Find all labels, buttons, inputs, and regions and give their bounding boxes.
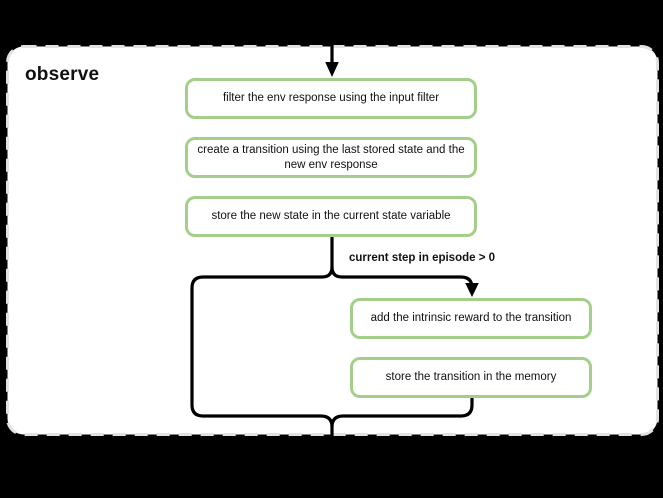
group-title-observe: observe — [25, 64, 100, 85]
condition-true-arrowhead-icon — [465, 283, 479, 297]
merge-connector — [330, 398, 474, 428]
node-label: store the new state in the current state… — [211, 210, 451, 222]
entry-arrowhead-icon — [325, 62, 339, 77]
node-store-new-state: store the new state in the current state… — [185, 196, 477, 237]
node-add-intrinsic-reward: add the intrinsic reward to the transiti… — [350, 298, 592, 339]
node-label: filter the env response using the input … — [222, 92, 440, 104]
node-store-transition-memory: store the transition in the memory — [350, 357, 592, 398]
node-label: create a transition using the last store… — [197, 143, 465, 171]
condition-label: current step in episode > 0 — [349, 252, 496, 264]
node-label: add the intrinsic reward to the transiti… — [370, 312, 572, 324]
condition-true-connector — [330, 266, 474, 289]
else-loop-connector — [190, 236, 334, 474]
node-label: store the transition in the memory — [385, 371, 557, 383]
node-filter-env-response: filter the env response using the input … — [185, 78, 477, 119]
node-create-transition: create a transition using the last store… — [185, 137, 477, 178]
